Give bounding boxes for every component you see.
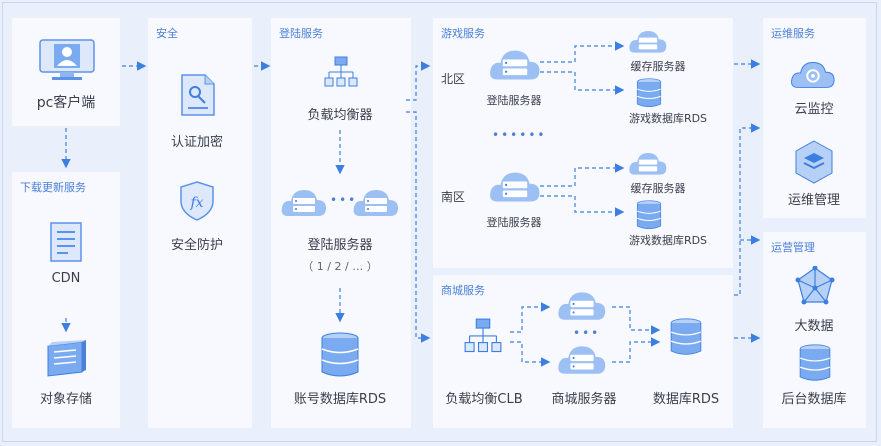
monitor-icon xyxy=(38,38,96,86)
cloud-server-icon xyxy=(488,166,542,210)
database-icon xyxy=(798,344,832,386)
north-region-label: 北区 xyxy=(440,72,466,86)
login-server-range: （ 1 / 2 / … ） xyxy=(302,260,378,273)
security-panel-title: 安全 xyxy=(156,27,178,40)
layers-hexagon-icon xyxy=(794,140,834,188)
database-icon xyxy=(634,200,664,234)
game-panel: 游戏服务 xyxy=(433,18,733,268)
login-server-ellipsis: ••• xyxy=(330,193,358,207)
login-db-label: 账号数据库RDS xyxy=(293,392,387,407)
storage-icon xyxy=(44,338,88,382)
north-db-label: 游戏数据库RDS xyxy=(628,112,708,125)
monitor-label: 云监控 xyxy=(794,102,834,117)
cloud-server-icon xyxy=(352,184,400,224)
ops-panel-title: 运维服务 xyxy=(771,27,815,40)
login-lb-label: 负载均衡器 xyxy=(307,108,373,123)
south-cache-label: 缓存服务器 xyxy=(630,182,686,195)
cache-cloud-icon xyxy=(628,148,668,182)
diagram-frame xyxy=(2,2,877,442)
ops-manage-label: 运维管理 xyxy=(787,193,841,208)
north-cache-label: 缓存服务器 xyxy=(630,60,686,73)
database-icon xyxy=(666,318,706,360)
svg-text:fx: fx xyxy=(189,195,203,211)
south-db-label: 游戏数据库RDS xyxy=(628,234,708,247)
storage-label: 对象存储 xyxy=(39,392,93,407)
mall-server-label: 商城服务器 xyxy=(551,392,617,407)
south-server-label: 登陆服务器 xyxy=(486,216,542,229)
login-panel-title: 登陆服务 xyxy=(279,27,323,40)
load-balancer-icon xyxy=(324,56,358,94)
load-balancer-icon xyxy=(462,318,504,360)
cache-cloud-icon xyxy=(628,26,668,60)
north-server-label: 登陆服务器 xyxy=(486,94,542,107)
database-icon xyxy=(634,78,664,112)
mall-db-label: 数据库RDS xyxy=(652,392,720,407)
auth-document-icon xyxy=(181,74,215,120)
login-server-label: 登陆服务器 xyxy=(307,238,373,253)
database-icon xyxy=(320,332,360,382)
ops-panel: 运维服务 xyxy=(763,18,866,218)
download-panel-title: 下载更新服务 xyxy=(20,181,86,194)
client-label: pc客户端 xyxy=(36,95,96,111)
south-region-label: 南区 xyxy=(440,190,466,204)
cloud-server-icon xyxy=(488,44,542,88)
backend-db-label: 后台数据库 xyxy=(781,392,847,407)
download-panel: 下载更新服务 xyxy=(12,172,120,428)
shield-icon: fx xyxy=(179,181,215,225)
auth-label: 认证加密 xyxy=(170,135,224,150)
mall-server-ellipsis: ••• xyxy=(573,326,601,340)
region-separator: •••••• xyxy=(492,128,547,142)
operation-panel: 运营管理 xyxy=(763,232,866,428)
document-icon xyxy=(50,222,82,266)
network-polyhedron-icon xyxy=(794,265,836,310)
operation-panel-title: 运营管理 xyxy=(771,241,815,254)
cloud-server-icon xyxy=(280,184,328,224)
cdn-label: CDN xyxy=(51,271,81,286)
game-panel-title: 游戏服务 xyxy=(441,27,485,40)
cloud-monitor-icon xyxy=(790,56,836,96)
cloud-server-icon xyxy=(556,286,608,328)
mall-panel-title: 商城服务 xyxy=(441,284,485,297)
protect-label: 安全防护 xyxy=(170,238,224,253)
bigdata-label: 大数据 xyxy=(794,319,834,334)
mall-lb-label: 负载均衡CLB xyxy=(445,392,523,407)
cloud-server-icon xyxy=(556,340,608,382)
